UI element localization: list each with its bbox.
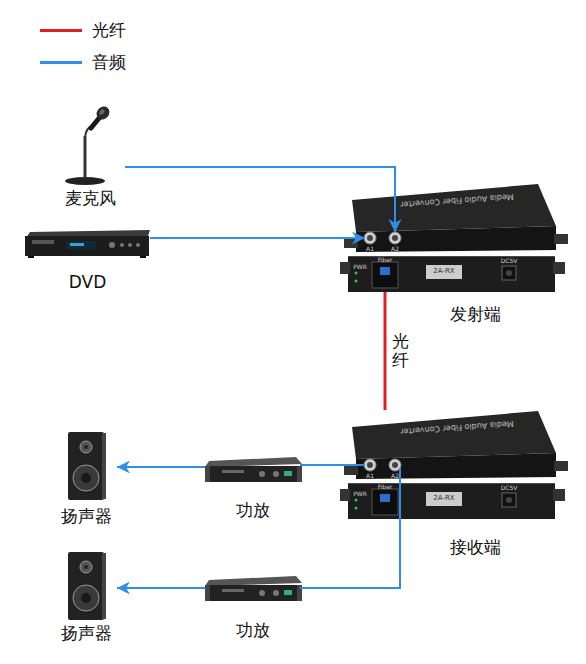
dvd-drawing — [25, 230, 150, 258]
port-label: Fiber — [374, 484, 396, 490]
amplifier-node: 功放 — [205, 575, 300, 601]
led-label: PWR — [351, 264, 369, 270]
node-label: 麦克风 — [55, 188, 125, 208]
speaker-node: 扬声器 — [55, 550, 117, 622]
amplifier-drawing — [205, 457, 302, 482]
port-label: Fiber — [374, 257, 396, 263]
audio-connector — [117, 587, 205, 589]
jack-label: A2 — [389, 473, 401, 479]
node-label: 扬声器 — [51, 506, 121, 526]
power-label: DC5V — [497, 485, 521, 491]
node-label: 接收端 — [440, 537, 510, 557]
model-label: 2A-RX — [426, 268, 462, 275]
speaker-node: 扬声器 — [55, 430, 117, 502]
node-label: DVD — [25, 272, 150, 292]
microphone-drawing — [65, 104, 112, 185]
audio-connector — [300, 464, 365, 466]
node-label: 扬声器 — [51, 623, 121, 643]
audio-connector — [300, 468, 400, 588]
audio-connector — [117, 466, 205, 468]
model-label: 2A-RX — [426, 495, 462, 502]
fiber-connector — [384, 292, 387, 410]
led-label: PWR — [351, 491, 369, 497]
jack-label: A1 — [364, 473, 376, 479]
speaker-drawing — [68, 552, 106, 620]
node-label: 功放 — [205, 620, 300, 640]
power-label: DC5V — [497, 258, 521, 264]
dvd-node: DVD — [25, 228, 150, 258]
node-label: 发射端 — [440, 304, 510, 324]
converter-drawing — [340, 184, 568, 292]
amplifier-drawing — [205, 576, 302, 601]
amplifier-node: 功放 — [205, 457, 300, 479]
jack-label: A2 — [389, 246, 401, 252]
audio-connector — [125, 167, 395, 232]
transmitter-node: 发射端 — [365, 232, 555, 292]
receiver-node: 接收端 — [365, 410, 555, 468]
jack-label: A1 — [364, 246, 376, 252]
converter-drawing — [340, 411, 568, 519]
legend-line-sample — [40, 29, 82, 32]
edge-label: 光纤 — [392, 332, 410, 370]
speaker-drawing — [68, 432, 106, 500]
legend-text: 音频 — [92, 52, 126, 72]
legend-text: 光纤 — [92, 20, 126, 40]
node-label: 功放 — [205, 500, 300, 520]
microphone-node: 麦克风 — [55, 105, 125, 185]
audio-connector — [150, 237, 365, 239]
legend-line-sample — [40, 61, 82, 64]
